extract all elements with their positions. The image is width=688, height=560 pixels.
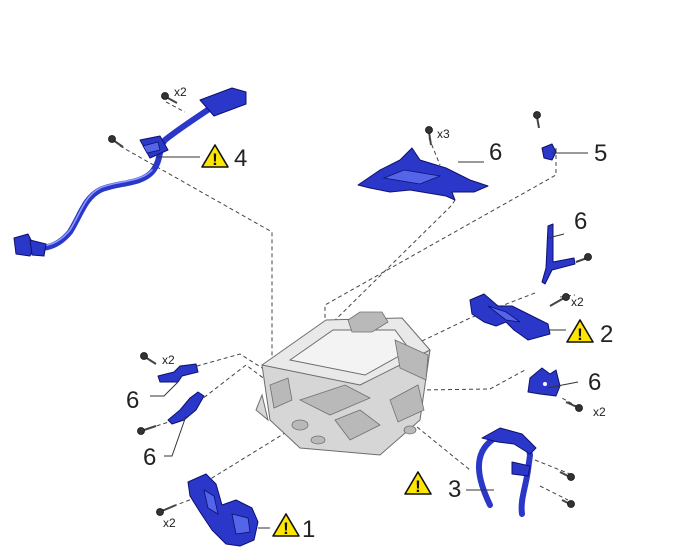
callout-number: 1 bbox=[302, 516, 315, 543]
callout-number: 4 bbox=[234, 145, 247, 172]
svg-text:!: ! bbox=[415, 477, 421, 496]
bolt-icon bbox=[161, 92, 178, 104]
bolt-icon bbox=[575, 253, 592, 263]
bolt-icon bbox=[108, 135, 124, 148]
quantity-label: x3 bbox=[437, 127, 450, 141]
quantity-label: x2 bbox=[571, 295, 584, 309]
quantity-label: x2 bbox=[162, 353, 175, 367]
bolt-group bbox=[108, 92, 592, 516]
part-5-clip bbox=[541, 143, 557, 161]
bolt-icon bbox=[565, 401, 583, 412]
part-6-left-bracket-upper bbox=[157, 363, 199, 383]
part-2-bracket bbox=[469, 293, 551, 341]
quantity-label: x2 bbox=[593, 405, 606, 419]
part-1-bracket bbox=[187, 473, 259, 547]
callout-number: 6 bbox=[143, 444, 156, 471]
callout-number: 6 bbox=[489, 139, 502, 166]
callout-number: 6 bbox=[574, 208, 587, 235]
quantity-label: x2 bbox=[174, 85, 187, 99]
bolt-icon bbox=[533, 111, 541, 129]
bolt-icon bbox=[156, 504, 177, 516]
part-6-right-small-bracket bbox=[527, 367, 561, 397]
warning-icon: ! bbox=[272, 513, 300, 538]
quantity-label: x2 bbox=[163, 516, 176, 530]
bolt-icon bbox=[549, 293, 570, 307]
part-4-cable-harness bbox=[13, 87, 247, 257]
svg-text:!: ! bbox=[577, 325, 583, 344]
callout-number: 2 bbox=[600, 321, 613, 348]
callout-number: 5 bbox=[594, 140, 607, 167]
warning-icon: ! bbox=[404, 471, 432, 496]
warning-icon: ! bbox=[201, 144, 229, 169]
bolt-icon bbox=[137, 425, 157, 435]
part-6-left-bracket-lower bbox=[167, 391, 205, 425]
callout-number: 6 bbox=[588, 369, 601, 396]
callout-number: 6 bbox=[126, 387, 139, 414]
part-6-right-vertical-bracket bbox=[541, 223, 576, 285]
bolt-icon bbox=[559, 471, 575, 481]
bolt-icon bbox=[425, 126, 433, 146]
svg-text:!: ! bbox=[283, 519, 289, 538]
warning-icon: ! bbox=[566, 319, 594, 344]
inverter-assembly bbox=[255, 311, 431, 456]
leader-lines bbox=[150, 152, 588, 529]
part-6-top-bracket bbox=[357, 147, 489, 201]
bolt-icon bbox=[561, 499, 575, 508]
callout-number: 3 bbox=[448, 476, 461, 503]
part-3-arch-bracket bbox=[475, 427, 537, 517]
svg-text:!: ! bbox=[212, 150, 218, 169]
bolt-icon bbox=[140, 352, 157, 365]
